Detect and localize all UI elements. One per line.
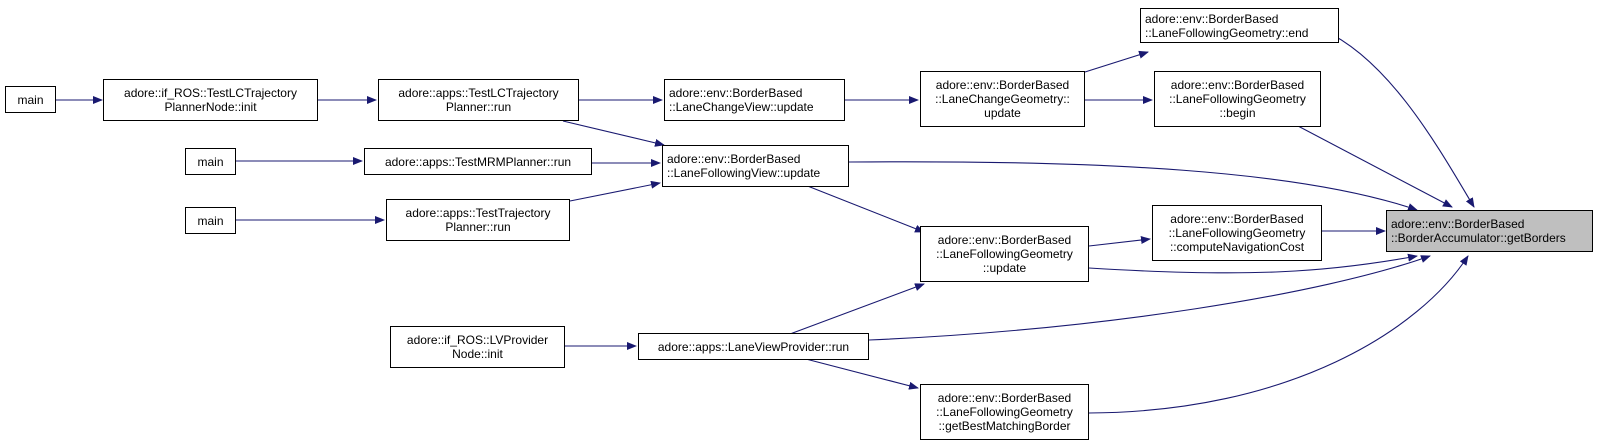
edge-lfv-update-to-lfg-update bbox=[804, 184, 925, 233]
node-main-1[interactable]: main bbox=[5, 86, 56, 113]
node-main-2[interactable]: main bbox=[185, 148, 236, 175]
node-lane-following-geometry-begin[interactable]: adore::env::BorderBased ::LaneFollowingG… bbox=[1154, 71, 1321, 127]
node-label-line-2: PlannerNode::init bbox=[164, 100, 257, 114]
node-label-line-2: ::BorderAccumulator::getBorders bbox=[1391, 231, 1566, 245]
edge-lvp-run-to-getborders bbox=[868, 255, 1431, 341]
node-label-line-1: adore::apps::TestTrajectory bbox=[405, 206, 551, 220]
node-lane-view-provider-run[interactable]: adore::apps::LaneViewProvider::run bbox=[638, 333, 869, 360]
node-label-line-2: ::LaneFollowingView::update bbox=[667, 166, 821, 180]
node-label: main bbox=[197, 154, 224, 169]
node-lane-following-geometry-compute-navigation-cost[interactable]: adore::env::BorderBased ::LaneFollowingG… bbox=[1152, 205, 1322, 261]
node-label-line-3: ::getBestMatchingBorder bbox=[938, 419, 1071, 433]
node-label-line-1: adore::if_ROS::TestLCTrajectory bbox=[124, 86, 297, 100]
node-label-line-1: adore::env::BorderBased bbox=[937, 233, 1072, 247]
node-label-line-2: Planner::run bbox=[445, 100, 512, 114]
node-label-line-3: ::begin bbox=[1219, 106, 1256, 120]
edge-lvp-run-to-lfg-update bbox=[789, 283, 925, 335]
node-main-3[interactable]: main bbox=[185, 207, 236, 234]
node-label-line-3: ::computeNavigationCost bbox=[1169, 240, 1305, 254]
edge-lfg-end-to-getborders bbox=[1322, 29, 1475, 208]
node-label-line-1: adore::env::BorderBased bbox=[937, 391, 1072, 405]
edge-lfg-update-to-getborders bbox=[1088, 253, 1418, 274]
node-label-line-1: adore::env::BorderBased bbox=[1170, 212, 1304, 226]
node-label-line-2: Planner::run bbox=[445, 220, 511, 234]
node-label-line-1: adore::if_ROS::LVProvider bbox=[406, 333, 549, 347]
node-test-mrm-planner-run[interactable]: adore::apps::TestMRMPlanner::run bbox=[364, 148, 592, 175]
node-label-line-1: adore::env::BorderBased bbox=[1170, 78, 1305, 92]
node-lv-provider-node-init[interactable]: adore::if_ROS::LVProvider Node::init bbox=[390, 326, 565, 368]
node-label-line-2: ::LaneFollowingGeometry bbox=[1168, 226, 1306, 240]
node-label: adore::apps::LaneViewProvider::run bbox=[657, 339, 850, 354]
node-lane-following-view-update[interactable]: adore::env::BorderBased ::LaneFollowingV… bbox=[662, 145, 849, 187]
node-label-line-2: Node::init bbox=[452, 347, 503, 361]
edge-lfg-begin-to-getborders bbox=[1297, 125, 1453, 208]
node-lane-change-geometry-update[interactable]: adore::env::BorderBased ::LaneChangeGeom… bbox=[920, 71, 1085, 127]
node-label: main bbox=[17, 92, 44, 107]
node-label-line-2: ::LaneFollowingGeometry bbox=[936, 247, 1073, 261]
node-test-lc-trajectory-planner-run[interactable]: adore::apps::TestLCTrajectory Planner::r… bbox=[378, 79, 579, 121]
edge-lfg-best-to-getborders bbox=[1088, 255, 1469, 414]
node-label-line-1: adore::env::BorderBased bbox=[935, 78, 1070, 92]
node-lane-following-geometry-update[interactable]: adore::env::BorderBased ::LaneFollowingG… bbox=[920, 226, 1089, 282]
node-label-line-1: adore::env::BorderBased bbox=[1391, 217, 1525, 231]
node-label-line-2: ::LaneFollowingGeometry bbox=[1169, 92, 1306, 106]
edge-lc-planner-run-to-lfv-update bbox=[562, 120, 665, 147]
node-label: adore::apps::TestMRMPlanner::run bbox=[384, 154, 572, 169]
node-test-trajectory-planner-run[interactable]: adore::apps::TestTrajectory Planner::run bbox=[386, 199, 570, 241]
edge-lvp-run-to-lfg-best bbox=[801, 357, 919, 390]
node-label-line-3: update bbox=[984, 106, 1021, 120]
node-lane-change-view-update[interactable]: adore::env::BorderBased ::LaneChangeView… bbox=[664, 79, 845, 121]
node-label: main bbox=[197, 213, 224, 228]
node-lane-following-geometry-end[interactable]: adore::env::BorderBased ::LaneFollowingG… bbox=[1140, 8, 1339, 43]
node-label-line-1: adore::env::BorderBased bbox=[1145, 11, 1279, 26]
node-label-line-1: adore::apps::TestLCTrajectory bbox=[398, 86, 559, 100]
node-test-lc-trajectory-planner-node-init[interactable]: adore::if_ROS::TestLCTrajectory PlannerN… bbox=[103, 79, 318, 121]
node-label-line-1: adore::env::BorderBased bbox=[667, 152, 801, 166]
node-lane-following-geometry-get-best-matching-border[interactable]: adore::env::BorderBased ::LaneFollowingG… bbox=[920, 384, 1089, 440]
edge-lfv-update-to-getborders bbox=[848, 161, 1418, 211]
edge-traj-run-to-lfv-update bbox=[569, 180, 661, 202]
node-label-line-3: ::update bbox=[982, 261, 1027, 275]
node-label-line-2: ::LaneFollowingGeometry bbox=[936, 405, 1073, 419]
node-label-line-2: ::LaneFollowingGeometry::end bbox=[1145, 25, 1309, 40]
node-label-line-2: ::LaneChangeGeometry:: bbox=[935, 92, 1070, 106]
node-border-accumulator-get-borders: adore::env::BorderBased ::BorderAccumula… bbox=[1386, 210, 1593, 252]
node-label-line-1: adore::env::BorderBased bbox=[669, 86, 803, 100]
edge-lcg-update-to-lfg-end bbox=[1084, 50, 1149, 73]
node-label-line-2: ::LaneChangeView::update bbox=[669, 100, 814, 114]
edge-lfg-update-to-lfg-cost bbox=[1088, 236, 1151, 247]
